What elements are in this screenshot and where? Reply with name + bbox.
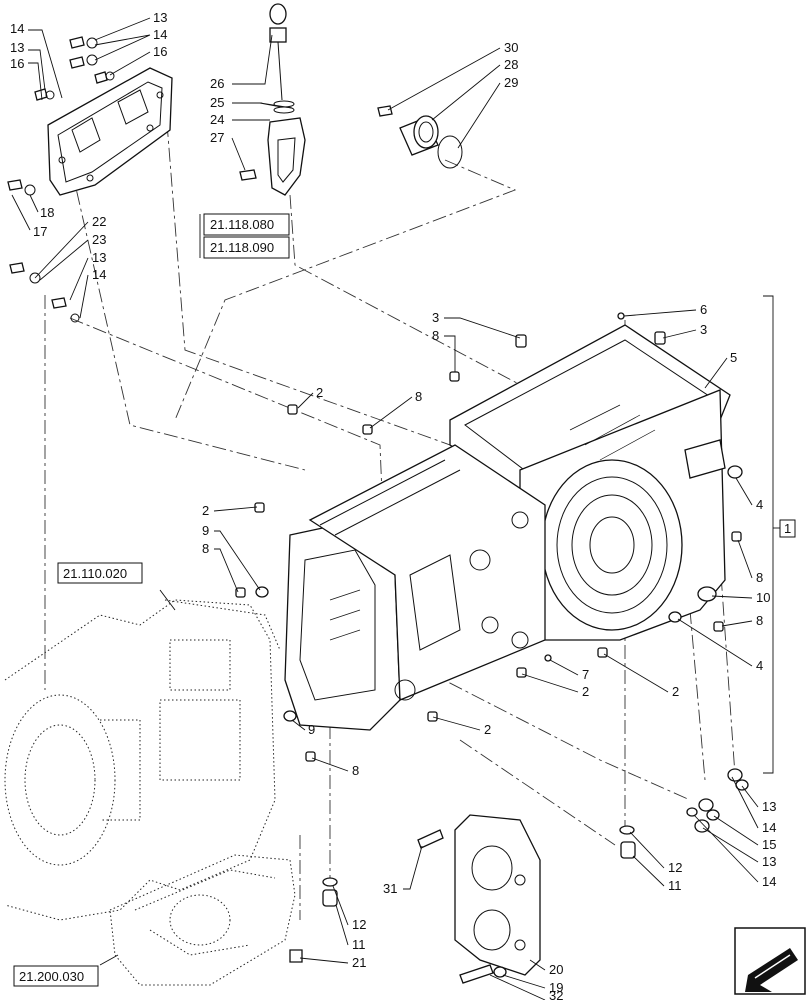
rear-cover-bolts [417, 829, 507, 984]
ref-box-21-118-090[interactable]: 21.118.090 [203, 236, 290, 259]
callout-28: 28 [504, 57, 518, 72]
callout-3: 3 [700, 322, 707, 337]
callout-19: 19 [549, 980, 563, 995]
ghost-oil-pan [109, 854, 296, 986]
callout-8: 8 [202, 541, 209, 556]
callout-2: 2 [316, 385, 323, 400]
ref-box-21-200-030[interactable]: 21.200.030 [13, 965, 99, 987]
callout-26: 26 [210, 76, 224, 91]
callout-29: 29 [504, 75, 518, 90]
assembly-marker-label: 1 [784, 521, 791, 536]
callout-2: 2 [202, 503, 209, 518]
callout-23: 23 [92, 232, 106, 247]
dowel-pins [235, 312, 743, 762]
callout-24: 24 [210, 112, 224, 127]
callout-20: 20 [549, 962, 563, 977]
leader-lines [11, 17, 759, 1000]
drain-plug-bottom [289, 877, 338, 963]
callout-2: 2 [672, 684, 679, 699]
callout-11: 11 [668, 878, 682, 893]
callout-27: 27 [210, 130, 224, 145]
callout-5: 5 [730, 350, 737, 365]
callout-2: 2 [484, 722, 491, 737]
callout-14: 14 [762, 820, 776, 835]
sleeve-assembly [377, 105, 463, 169]
ref-21-118-080-label: 21.118.080 [210, 217, 274, 232]
callout-14: 14 [153, 27, 167, 42]
callout-8: 8 [352, 763, 359, 778]
callout-17: 17 [33, 224, 47, 239]
callout-7: 7 [582, 667, 589, 682]
callout-4: 4 [756, 658, 763, 673]
callout-16: 16 [153, 44, 167, 59]
callout-12: 12 [352, 917, 366, 932]
callout-13: 13 [92, 250, 106, 265]
callout-14: 14 [92, 267, 106, 282]
transmission-housing [284, 324, 731, 731]
dipstick-assembly [239, 3, 306, 196]
callout-10: 10 [756, 590, 770, 605]
ghost-gearbox-housing [4, 599, 281, 921]
callout-32: 32 [549, 988, 563, 1000]
rear-cover-plate [454, 814, 541, 976]
callout-13: 13 [153, 10, 167, 25]
callout-9: 9 [202, 523, 209, 538]
callout-31: 31 [383, 881, 397, 896]
callout-12: 12 [668, 860, 682, 875]
callout-22: 22 [92, 214, 106, 229]
callout-13: 13 [762, 854, 776, 869]
assembly-bracket: 1 [763, 295, 796, 774]
callout-16: 16 [10, 56, 24, 71]
callout-13: 13 [762, 799, 776, 814]
callout-3: 3 [432, 310, 439, 325]
callout-14: 14 [10, 21, 24, 36]
callout-11: 11 [352, 937, 366, 952]
ref-box-21-110-020[interactable]: 21.110.020 [57, 562, 143, 584]
callout-14: 14 [762, 874, 776, 889]
callout-6: 6 [700, 302, 707, 317]
callout-8: 8 [756, 570, 763, 585]
view-direction-arrow-icon[interactable] [734, 927, 806, 995]
callout-9: 9 [308, 722, 315, 737]
callout-8: 8 [432, 328, 439, 343]
top-cover-plate [47, 67, 173, 196]
callout-8: 8 [756, 613, 763, 628]
ref-21-110-020-label: 21.110.020 [63, 566, 127, 581]
ref-box-21-118-080[interactable]: 21.118.080 [203, 213, 290, 236]
callout-18: 18 [40, 205, 54, 220]
callout-21: 21 [352, 955, 366, 970]
callout-25: 25 [210, 95, 224, 110]
drain-plugs-right [619, 768, 749, 859]
callout-30: 30 [504, 40, 518, 55]
callout-4: 4 [756, 497, 763, 512]
callout-2: 2 [582, 684, 589, 699]
callout-15: 15 [762, 837, 776, 852]
callout-labels: 13 14 16 14 13 16 18 17 22 23 13 14 26 2… [10, 10, 776, 1000]
callout-13: 13 [10, 40, 24, 55]
ref-21-200-030-label: 21.200.030 [19, 969, 84, 984]
ref-21-118-090-label: 21.118.090 [210, 240, 274, 255]
callout-8: 8 [415, 389, 422, 404]
